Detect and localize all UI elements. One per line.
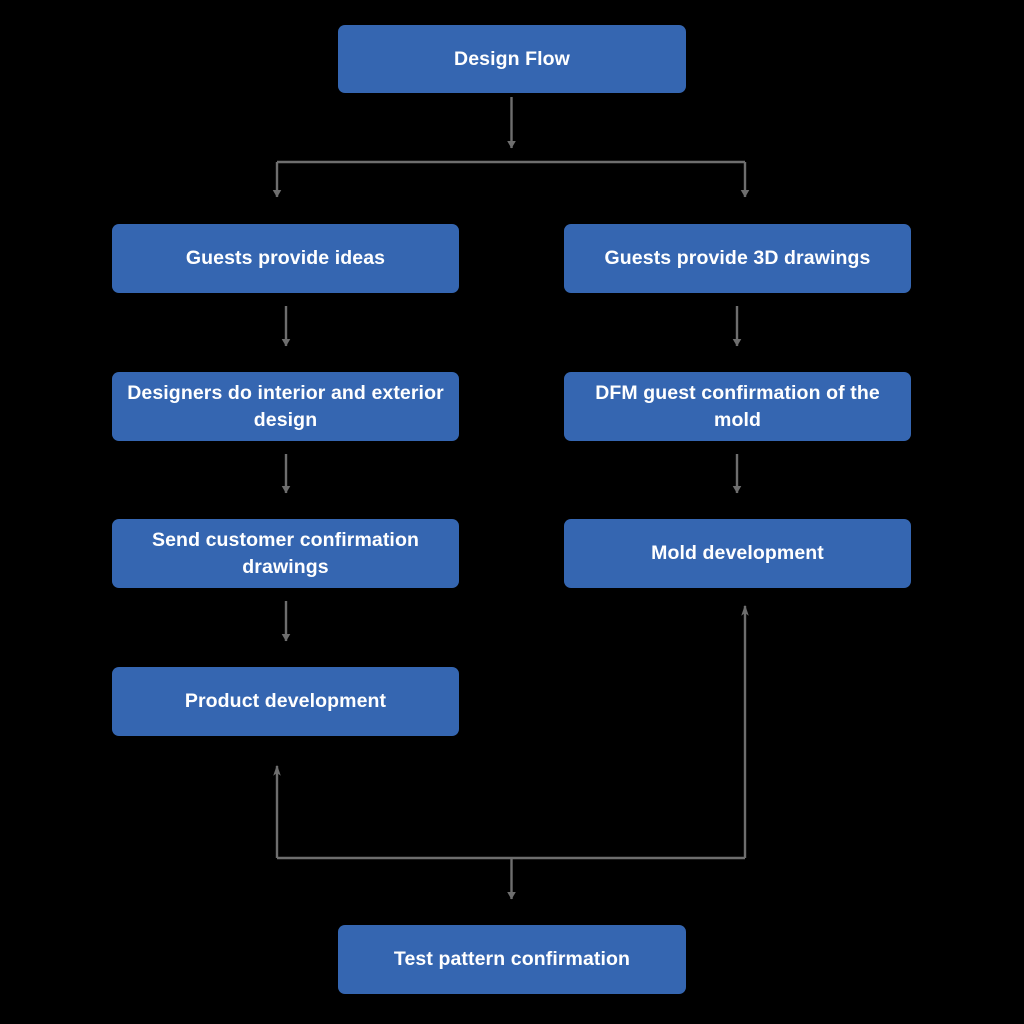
node-dfm-guest-confirmation-of-mold[interactable]: DFM guest confirmation of the mold — [564, 372, 911, 441]
node-product-development[interactable]: Product development — [112, 667, 459, 736]
node-label: DFM guest confirmation of the mold — [595, 381, 880, 431]
node-guests-provide-ideas[interactable]: Guests provide ideas — [112, 224, 459, 293]
node-label: Guests provide 3D drawings — [604, 247, 871, 269]
node-label: Mold development — [651, 542, 824, 564]
node-label: Test pattern confirmation — [393, 948, 631, 970]
node-label: Design Flow — [454, 47, 570, 70]
node-test-pattern-confirmation[interactable]: Test pattern confirmation — [338, 925, 686, 994]
node-label: Guests provide ideas — [185, 247, 386, 269]
node-label: Product development — [184, 690, 387, 712]
node-guests-provide-3d-drawings[interactable]: Guests provide 3D drawings — [564, 224, 911, 293]
node-label: Send customer confirmation drawings — [152, 528, 419, 578]
node-mold-development[interactable]: Mold development — [564, 519, 911, 588]
node-designers-interior-exterior-design[interactable]: Designers do interior and exterior desig… — [112, 372, 459, 441]
node-send-customer-confirmation-drawings[interactable]: Send customer confirmation drawings — [112, 519, 459, 588]
node-design-flow[interactable]: Design Flow — [338, 25, 686, 93]
node-label: Designers do interior and exterior desig… — [127, 381, 444, 431]
